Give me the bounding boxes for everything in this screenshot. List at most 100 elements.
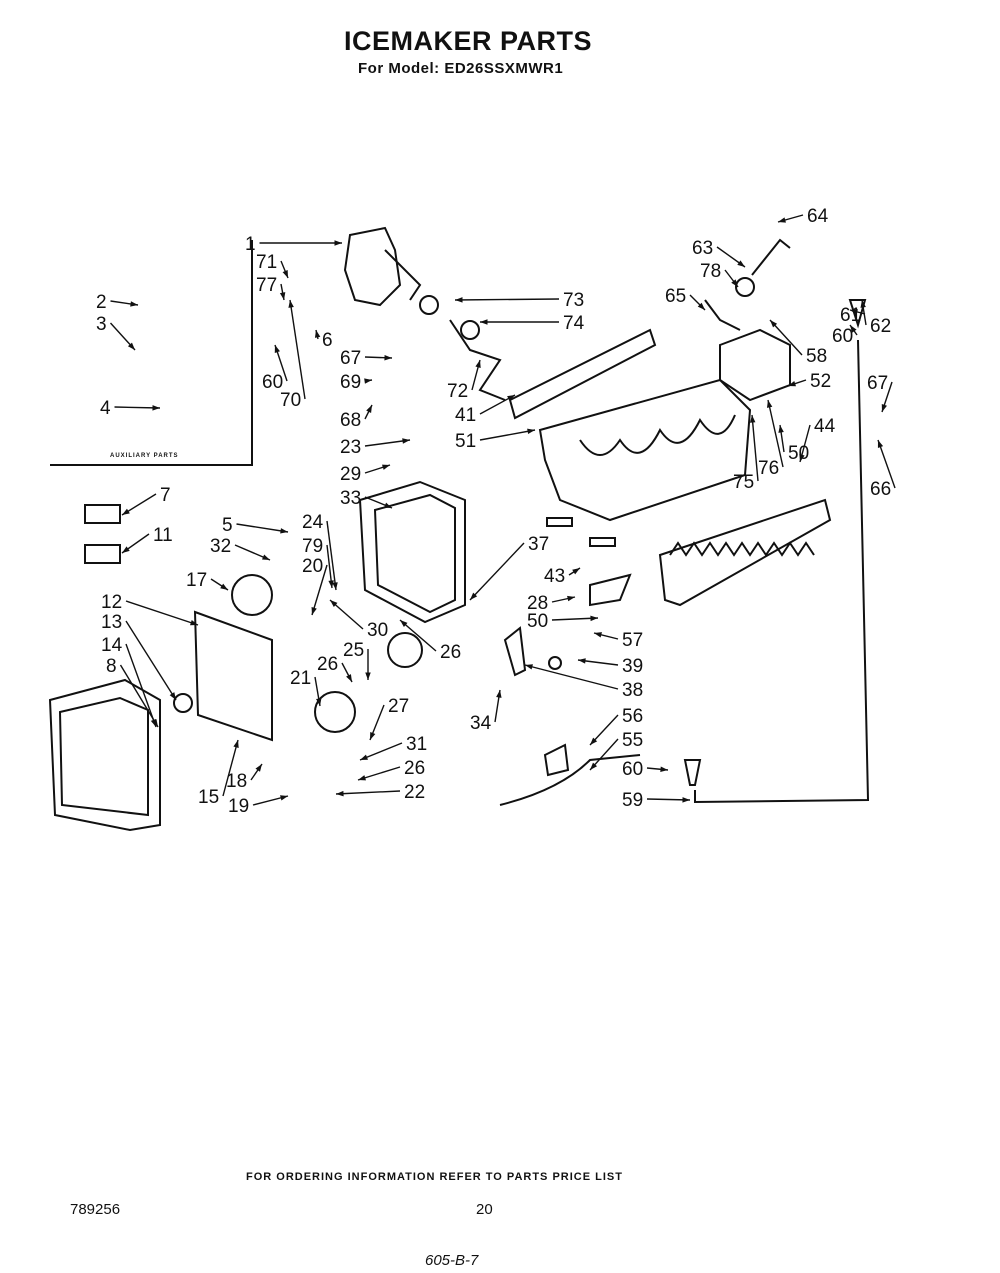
callout-32: 32: [210, 536, 231, 557]
callout-56: 56: [622, 706, 643, 727]
arrowhead: [660, 766, 668, 773]
arrowhead: [282, 270, 288, 278]
callout-41: 41: [455, 405, 476, 426]
leader-line-38: [524, 664, 619, 690]
arrowhead: [567, 595, 575, 602]
arrowhead: [799, 454, 805, 462]
callout-50: 50: [527, 611, 548, 632]
leader-line-75: [751, 414, 759, 482]
callout-2: 2: [96, 292, 107, 313]
callout-50: 50: [788, 443, 809, 464]
callout-26: 26: [317, 654, 338, 675]
callout-67: 67: [340, 348, 361, 369]
callout-1: 1: [245, 234, 256, 255]
arrowhead: [370, 732, 376, 740]
ordering-note: FOR ORDERING INFORMATION REFER TO PARTS …: [246, 1171, 623, 1183]
callout-64: 64: [807, 206, 829, 227]
callout-7: 7: [160, 485, 171, 506]
arrowhead: [402, 438, 410, 444]
wire-harness: [499, 754, 641, 806]
page-title: ICEMAKER PARTS: [344, 26, 593, 56]
callout-43: 43: [544, 566, 565, 587]
callout-59: 59: [622, 790, 643, 811]
arrowhead: [778, 425, 784, 433]
arrowhead: [525, 664, 533, 670]
callout-60: 60: [262, 372, 283, 393]
arrowhead: [288, 300, 294, 308]
arrowhead: [682, 797, 690, 803]
callout-33: 33: [340, 488, 361, 509]
callout-60: 60: [622, 759, 643, 780]
callout-28: 28: [527, 593, 548, 614]
callout-labels: 1717760706234676968232933737472415164637…: [96, 206, 891, 817]
leader-arrows: [109, 214, 896, 806]
callout-31: 31: [406, 734, 427, 755]
leader-line-26: [399, 619, 437, 652]
leader-line-31: [359, 742, 403, 761]
callout-61: 61: [840, 305, 861, 326]
mounting-plate: [193, 610, 273, 742]
arrowhead: [334, 240, 342, 246]
arrowhead: [314, 330, 321, 338]
auxiliary-parts-label: AUXILIARY PARTS: [110, 453, 179, 459]
leader-line-12: [125, 600, 199, 626]
arrowhead: [274, 345, 280, 353]
arrowhead: [332, 582, 338, 590]
leader-line-15: [222, 739, 239, 797]
arrowhead: [130, 301, 138, 307]
callout-17: 17: [186, 570, 207, 591]
arrowhead: [384, 354, 392, 361]
arrowhead: [527, 428, 535, 435]
arrowhead: [496, 690, 502, 698]
arrowhead: [590, 762, 598, 770]
arrowhead: [122, 546, 130, 553]
fill-tube: [449, 319, 506, 401]
leader-line-76: [767, 399, 784, 468]
arrowhead: [770, 320, 778, 328]
arrowhead: [860, 300, 866, 308]
callout-39: 39: [622, 656, 643, 677]
leader-line-51: [479, 429, 536, 441]
document-number: 789256: [70, 1201, 121, 1218]
arrowhead: [280, 528, 288, 534]
callout-52: 52: [810, 371, 831, 392]
front-cover: [48, 678, 161, 832]
callout-30: 30: [367, 620, 388, 641]
leader-line-73: [454, 298, 560, 301]
callout-26: 26: [404, 758, 425, 779]
callout-78: 78: [700, 261, 721, 282]
callout-25: 25: [343, 640, 364, 661]
arrowhead: [572, 568, 580, 575]
motor: [231, 574, 273, 616]
arrowhead: [475, 360, 481, 368]
callout-63: 63: [692, 238, 713, 259]
arrowhead: [220, 583, 228, 590]
arrowhead: [336, 790, 344, 797]
callout-22: 22: [404, 782, 425, 803]
leader-line-37: [469, 542, 525, 601]
water-tube: [694, 339, 870, 804]
arrowhead: [233, 740, 239, 748]
ice-mold: [538, 378, 752, 522]
arrowhead: [766, 400, 773, 408]
callout-29: 29: [340, 464, 361, 485]
arrowhead: [255, 764, 262, 772]
callout-77: 77: [256, 275, 277, 296]
callout-67: 67: [867, 373, 888, 394]
callout-38: 38: [622, 680, 643, 701]
callout-15: 15: [198, 787, 219, 808]
arrowhead: [190, 620, 198, 626]
arrowhead: [364, 378, 372, 384]
callout-27: 27: [388, 696, 409, 717]
callout-18: 18: [226, 771, 247, 792]
leader-line-50: [551, 617, 599, 621]
arrowhead: [366, 405, 372, 413]
callout-57: 57: [622, 630, 643, 651]
callout-71: 71: [256, 252, 277, 273]
callout-73: 73: [563, 290, 584, 311]
callout-44: 44: [814, 416, 836, 437]
arrowhead: [382, 464, 390, 470]
leader-line-24: [326, 520, 337, 591]
leader-line-58: [769, 319, 803, 356]
arrowhead: [697, 302, 705, 310]
